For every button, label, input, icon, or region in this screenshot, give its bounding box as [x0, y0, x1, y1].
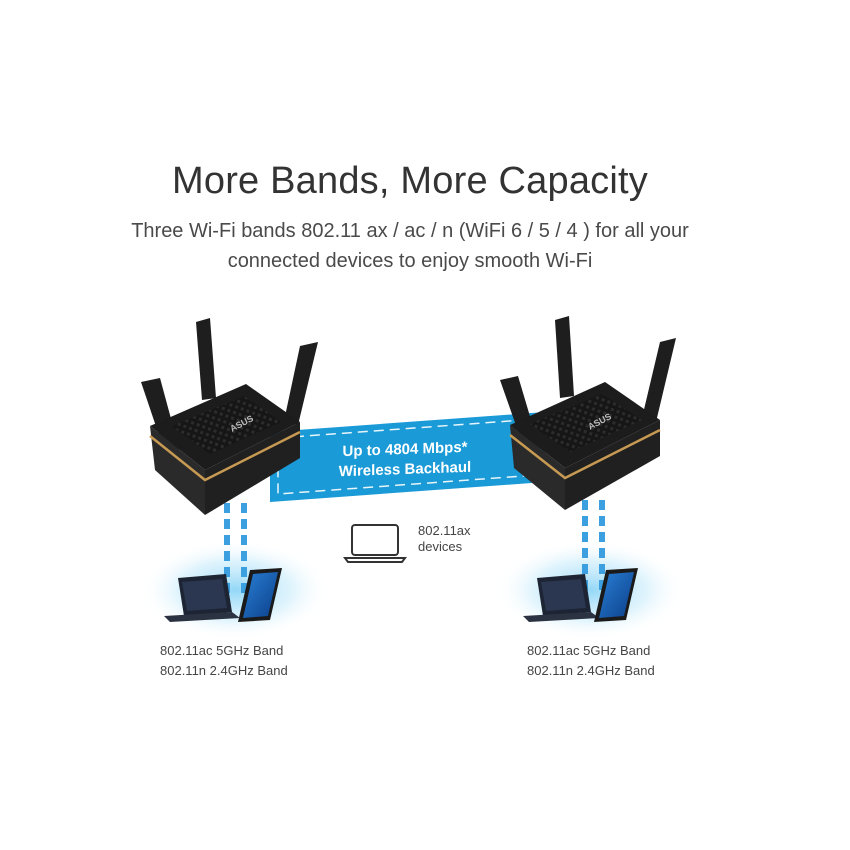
left-band-24ghz: 802.11n 2.4GHz Band	[160, 663, 288, 678]
ax-device-line-2: devices	[418, 539, 463, 554]
left-band-5ghz: 802.11ac 5GHz Band	[160, 643, 284, 658]
right-tablet-icon	[594, 568, 638, 622]
ax-device-line-1: 802.11ax	[418, 523, 471, 538]
page-subtitle: Three Wi-Fi bands 802.11 ax / ac / n (Wi…	[0, 216, 820, 276]
subtitle-line-1: Three Wi-Fi bands 802.11 ax / ac / n (Wi…	[131, 220, 689, 242]
laptop-outline-icon	[343, 524, 407, 563]
subtitle-line-2: connected devices to enjoy smooth Wi-Fi	[227, 250, 593, 272]
right-band-labels: 802.11ac 5GHz Band 802.11n 2.4GHz Band	[527, 641, 655, 681]
ax-device-label: 802.11ax devices	[418, 523, 471, 555]
right-laptop-icon	[523, 574, 599, 622]
left-laptop-icon	[164, 574, 240, 622]
right-glow	[495, 540, 685, 640]
left-tablet-icon	[238, 568, 282, 622]
right-band-5ghz: 802.11ac 5GHz Band	[527, 643, 651, 658]
backhaul-banner	[270, 412, 545, 502]
left-router-icon: ASUS	[141, 318, 318, 515]
backhaul-label: Up to 4804 Mbps* Wireless Backhaul	[305, 437, 505, 484]
right-band-24ghz: 802.11n 2.4GHz Band	[527, 663, 655, 678]
page-title: More Bands, More Capacity	[172, 160, 648, 202]
left-band-labels: 802.11ac 5GHz Band 802.11n 2.4GHz Band	[160, 641, 288, 681]
right-router-icon: ASUS	[500, 316, 676, 510]
left-glow	[140, 540, 330, 640]
